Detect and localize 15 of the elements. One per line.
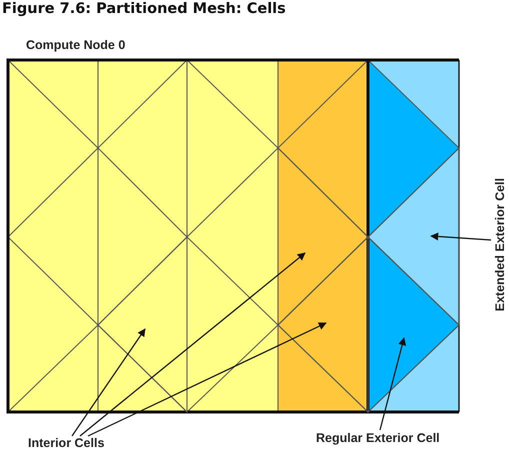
callout-label: Regular Exterior Cell: [316, 431, 440, 445]
leader-arrow: [88, 322, 327, 437]
figure-title: Figure 7.6: Partitioned Mesh: Cells: [2, 1, 286, 17]
mesh-cell: [278, 146, 369, 326]
mesh-cell: [367, 146, 460, 326]
leader-arrow: [379, 337, 406, 430]
mesh-cell: [277, 236, 368, 414]
mesh-cell: [97, 236, 188, 414]
mesh-cell: [368, 236, 460, 414]
node-heading: Compute Node 0: [26, 38, 126, 52]
callout-label: Interior Cells: [28, 436, 104, 450]
leader-arrow: [72, 328, 146, 436]
leader-arrow: [430, 232, 492, 241]
leader-arrow: [80, 252, 306, 436]
callout-label: Extended Exterior Cell: [493, 178, 507, 312]
